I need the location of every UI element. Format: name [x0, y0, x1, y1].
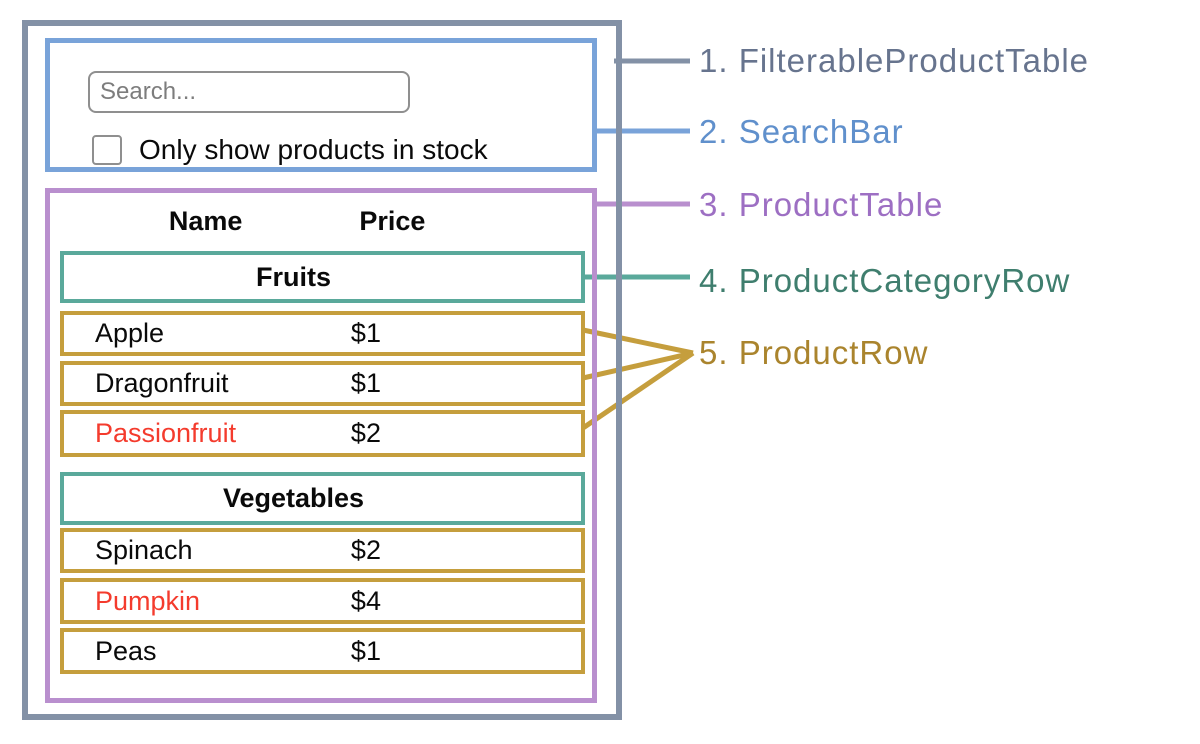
legend-filterable-product-table: 1. FilterableProductTable [699, 42, 1090, 79]
legend-search-bar: 2. SearchBar [699, 113, 904, 150]
product-name: Apple [95, 318, 165, 348]
in-stock-filter-row: Only show products in stock [92, 133, 592, 167]
product-price: $1 [350, 368, 381, 398]
in-stock-checkbox[interactable] [92, 135, 122, 165]
header-name: Name [168, 205, 243, 236]
legend-product-row: 5. ProductRow [699, 334, 929, 371]
category-row-vegetables: Vegetables [60, 472, 585, 525]
product-price: $2 [350, 418, 381, 448]
product-price: $1 [350, 635, 381, 666]
product-row-spinach: Spinach $2 [60, 528, 585, 573]
product-row-passionfruit: Passionfruit $2 [60, 410, 585, 457]
search-input[interactable] [88, 71, 410, 113]
table-header-row: Name Price [60, 199, 585, 243]
in-stock-checkbox-label: Only show products in stock [139, 134, 488, 165]
legend-product-category-row: 4. ProductCategoryRow [699, 262, 1071, 299]
product-price: $1 [350, 318, 381, 348]
search-bar-box [45, 38, 597, 172]
legend-product-table: 3. ProductTable [699, 186, 944, 223]
category-row-fruits: Fruits [60, 251, 585, 303]
product-name: Dragonfruit [95, 368, 229, 398]
product-name: Pumpkin [95, 585, 201, 616]
product-table-box [45, 188, 597, 703]
product-row-apple: Apple $1 [60, 311, 585, 356]
product-name: Peas [95, 635, 157, 666]
product-row-dragonfruit: Dragonfruit $1 [60, 361, 585, 406]
product-name: Passionfruit [95, 418, 237, 448]
header-price: Price [359, 205, 426, 236]
product-price: $4 [350, 585, 381, 616]
product-price: $2 [350, 535, 381, 565]
product-row-pumpkin: Pumpkin $4 [60, 578, 585, 624]
product-row-peas: Peas $1 [60, 628, 585, 674]
product-name: Spinach [95, 535, 193, 565]
filterable-product-table-box [22, 20, 622, 720]
